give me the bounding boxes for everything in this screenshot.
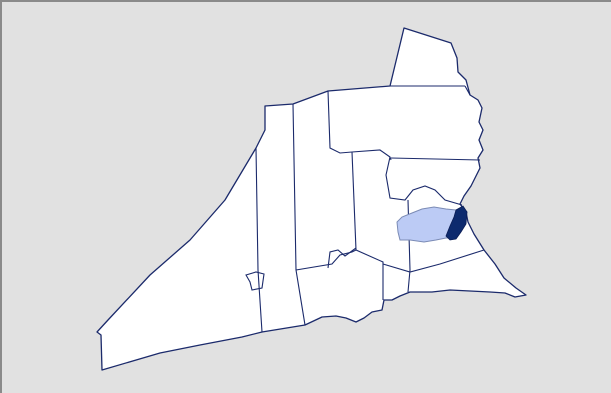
boundary-south-diagonal [382,249,485,273]
boundary-north-east-edge [464,85,471,96]
boundary-west-enclave [245,271,265,291]
highlighted-subregion[interactable] [445,205,468,241]
boundary-central-notch [385,156,463,206]
boundary-south-west [295,249,384,300]
boundary-column-left [255,147,263,333]
boundary-column-center [351,151,357,251]
county-outline[interactable] [96,27,527,371]
boundary-small-notch [327,247,357,269]
boundary-horizontal-mid [390,157,481,161]
